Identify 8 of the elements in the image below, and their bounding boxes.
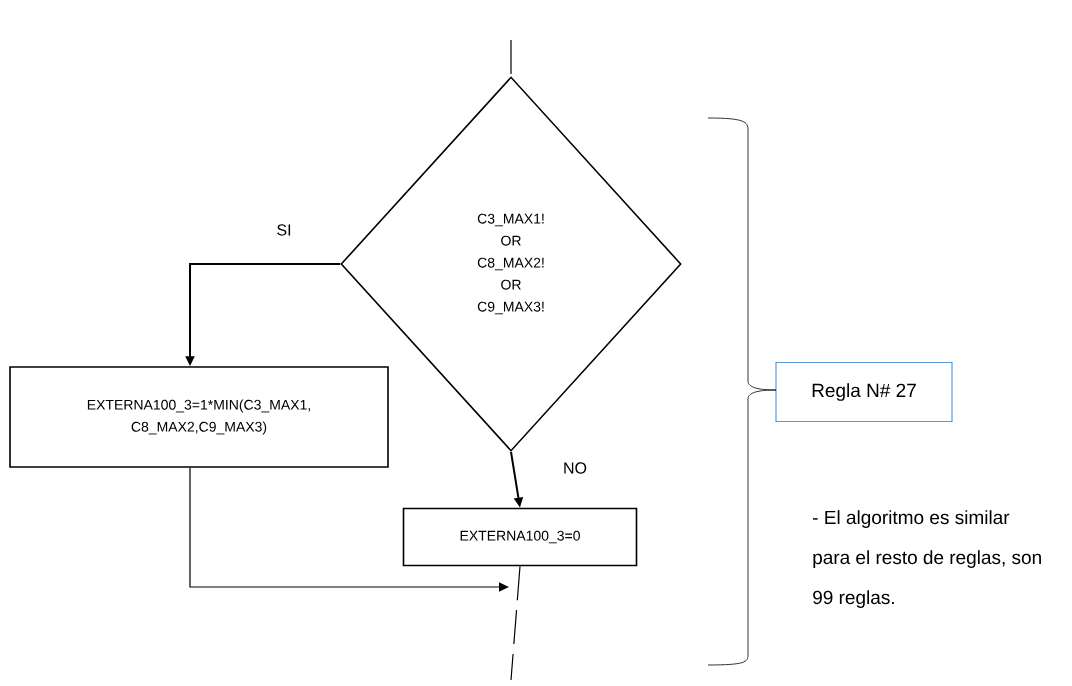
flow-line: [510, 39, 512, 77]
edge-label: NO: [562, 461, 588, 475]
note-text: - El algoritmo es similar para el resto de reglas, son 99 reglas.: [813, 510, 1041, 608]
process-box: EXTERNA100_3=0: [402, 507, 638, 567]
flow-line: [510, 565, 521, 681]
process-box: EXTERNA100_3=1*MIN(C3_MAX1, C8_MAX2,C9_MAX3): [9, 366, 389, 468]
arrow: [189, 467, 509, 592]
edge-label: SI: [275, 223, 293, 237]
